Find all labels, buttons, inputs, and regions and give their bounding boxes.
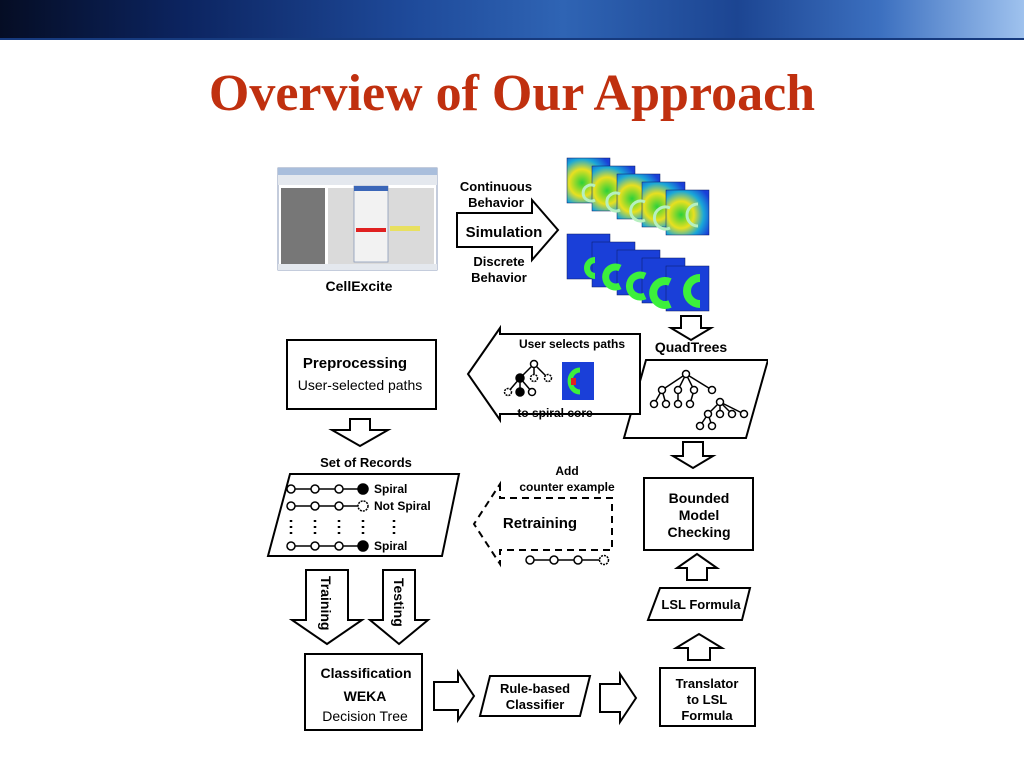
arrow-translator-to-lsl	[672, 632, 726, 661]
classification-line2: Decision Tree	[322, 708, 408, 724]
spiral-core-thumbnail	[562, 362, 594, 400]
rule-based-line2: Classifier	[506, 697, 565, 712]
discrete-simulation-frames	[566, 233, 710, 312]
record-label-1: Spiral	[374, 482, 407, 496]
record-ellipsis	[289, 520, 396, 534]
record-row-2	[286, 500, 369, 512]
classification-title: Classification	[320, 665, 411, 681]
user-selects-paths-label: User selects paths	[519, 337, 625, 351]
counter-example-path	[525, 554, 610, 566]
quadtree-icon	[649, 369, 749, 431]
classification-line1: WEKA	[344, 688, 387, 704]
arrow-to-rule-based	[433, 668, 476, 724]
header-divider	[0, 38, 1024, 40]
retraining-arrow	[472, 480, 613, 568]
bmc-line2: Model	[679, 507, 719, 523]
simulation-label: Simulation	[466, 224, 543, 241]
record-row-3	[286, 540, 369, 552]
record-label-2: Not Spiral	[374, 499, 431, 513]
lsl-formula-box	[646, 587, 752, 621]
user-selects-paths-arrow	[466, 324, 641, 424]
simulation-arrow	[456, 197, 560, 263]
preprocessing-box	[286, 339, 437, 410]
header-banner	[0, 0, 1024, 38]
preprocessing-subtitle: User-selected paths	[298, 377, 423, 393]
bmc-line1: Bounded	[669, 490, 730, 506]
discrete-label-line1: Discrete	[473, 254, 524, 269]
arrow-lsl-to-bmc	[673, 552, 721, 581]
translator-line1: Translator	[676, 676, 739, 691]
bmc-line3: Checking	[667, 524, 730, 540]
training-arrow	[288, 569, 366, 646]
discrete-label-line2: Behavior	[471, 270, 527, 285]
classification-box	[304, 653, 423, 731]
to-spiral-core-label: to spiral core	[517, 406, 593, 420]
path-tree-icon	[503, 359, 553, 397]
arrow-to-quadtrees	[667, 315, 715, 342]
add-counter-example-line2: counter example	[519, 480, 615, 494]
retraining-label: Retraining	[503, 515, 577, 532]
continuous-label-line1: Continuous	[460, 179, 532, 194]
translator-line2: to LSL	[687, 692, 727, 707]
testing-arrow	[367, 569, 431, 646]
arrow-to-records	[328, 418, 392, 448]
set-of-records-label: Set of Records	[320, 455, 412, 470]
rule-based-classifier-box	[478, 675, 592, 717]
approach-diagram: CellExcite Continuous Behavior Simulatio…	[266, 157, 768, 731]
rule-based-line1: Rule-based	[500, 681, 570, 696]
record-row-1	[286, 483, 369, 495]
cellexcite-screenshot	[277, 167, 438, 271]
records-box	[266, 473, 461, 557]
arrow-to-translator	[599, 670, 638, 726]
continuous-label-line2: Behavior	[468, 195, 524, 210]
record-label-3: Spiral	[374, 539, 407, 553]
translator-box	[659, 667, 756, 727]
quadtrees-label: QuadTrees	[655, 339, 728, 355]
testing-label: Testing	[391, 578, 407, 627]
cellexcite-label: CellExcite	[326, 278, 393, 294]
preprocessing-title: Preprocessing	[303, 355, 407, 372]
training-label: Training	[318, 576, 334, 630]
bounded-model-checking-box	[643, 477, 754, 551]
arrow-to-bmc	[669, 441, 717, 470]
add-counter-example-line1: Add	[555, 464, 578, 478]
slide-title: Overview of Our Approach	[208, 65, 816, 122]
translator-line3: Formula	[681, 708, 733, 723]
lsl-formula-label: LSL Formula	[661, 597, 741, 612]
continuous-simulation-frames	[566, 157, 710, 236]
